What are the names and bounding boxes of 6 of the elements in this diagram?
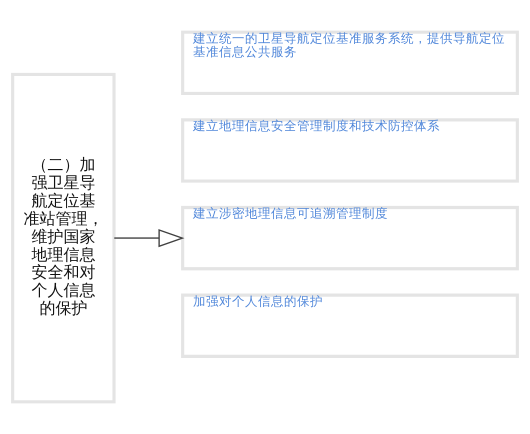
node-box: 建立统一的卫星导航定位基准服务系统，提供导航定位基准信息公共服务: [181, 30, 519, 96]
node-box: （二）加强卫星导航定位基准站管理，维护国家地理信息安全和对个人信息的保护: [11, 72, 116, 404]
node-box: 建立地理信息安全管理制度和技术防控体系: [181, 118, 519, 183]
node-box: 加强对个人信息的保护: [181, 294, 519, 358]
node-box: 建立涉密地理信息可追溯管理制度: [181, 206, 519, 270]
arrow: [114, 229, 184, 248]
